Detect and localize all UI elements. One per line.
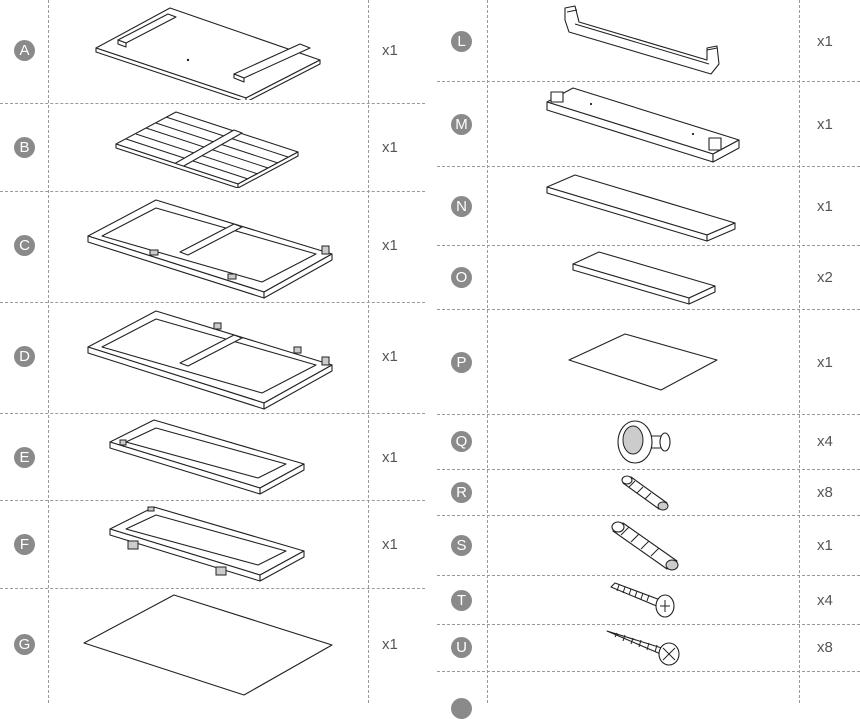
part-quantity-g: x1 — [382, 636, 398, 653]
part-quantity-o: x2 — [817, 269, 833, 286]
column-divider — [368, 0, 369, 703]
part-quantity-e: x1 — [382, 449, 398, 466]
part-quantity-b: x1 — [382, 139, 398, 156]
part-row-q: Q x4 — [437, 415, 860, 470]
part-quantity-r: x8 — [817, 484, 833, 501]
part-row-n: N x1 — [437, 167, 860, 246]
part-label-e: E — [14, 447, 35, 468]
part-label-d: D — [14, 346, 35, 367]
part-quantity-m: x1 — [817, 116, 833, 133]
part-label-m: M — [451, 114, 472, 135]
part-quantity-a: x1 — [382, 42, 398, 59]
part-quantity-p: x1 — [817, 354, 833, 371]
board-icon — [546, 174, 736, 242]
part-row-u: U x8 — [437, 625, 860, 672]
part-row-b: B x1 — [0, 104, 425, 192]
part-label-r: R — [451, 482, 472, 503]
column-divider — [487, 0, 488, 703]
part-quantity-q: x4 — [817, 433, 833, 450]
part-quantity-s: x1 — [817, 537, 833, 554]
part-quantity-t: x4 — [817, 592, 833, 609]
column-divider — [48, 0, 49, 703]
part-row-next — [437, 672, 860, 719]
part-label-u: U — [451, 637, 472, 658]
wood-screw-icon — [606, 630, 680, 666]
part-label-s: S — [451, 535, 472, 556]
part-label-g: G — [14, 634, 35, 655]
parts-table-left: A x1 B x1 C — [0, 0, 425, 703]
part-label-c: C — [14, 235, 35, 256]
part-quantity-u: x8 — [817, 639, 833, 656]
part-quantity-d: x1 — [382, 348, 398, 365]
part-row-f: F x1 — [0, 501, 425, 589]
dowel-icon — [611, 521, 679, 571]
machine-screw-icon — [610, 582, 675, 618]
frame-icon — [87, 199, 333, 299]
part-row-p: P x1 — [437, 310, 860, 415]
part-label-t: T — [451, 590, 472, 611]
handle-icon — [564, 5, 720, 75]
door-frame-icon — [109, 419, 305, 495]
part-row-a: A x1 — [0, 0, 425, 104]
part-label-n: N — [451, 196, 472, 217]
part-row-l: L x1 — [437, 0, 860, 82]
part-quantity-c: x1 — [382, 237, 398, 254]
part-label-b: B — [14, 137, 35, 158]
part-row-e: E x1 — [0, 414, 425, 501]
part-label-l: L — [451, 31, 472, 52]
part-row-m: M x1 — [437, 82, 860, 167]
part-row-t: T x4 — [437, 576, 860, 625]
part-row-r: R x8 — [437, 470, 860, 516]
short-board-icon — [572, 251, 716, 305]
slatted-shelf-icon — [115, 111, 299, 188]
parts-table-right: L x1 M x1 N x1 O — [437, 0, 860, 719]
dowel-icon — [621, 475, 669, 511]
part-row-d: D x1 — [0, 303, 425, 414]
part-row-o: O x2 — [437, 246, 860, 310]
part-row-c: C x1 — [0, 192, 425, 303]
rail-icon — [546, 87, 740, 163]
part-label-a: A — [14, 40, 35, 61]
part-label-f: F — [14, 534, 35, 555]
part-label-q: Q — [451, 431, 472, 452]
part-quantity-f: x1 — [382, 536, 398, 553]
frame-icon — [87, 310, 333, 410]
door-frame-with-hinges-icon — [109, 506, 305, 582]
top-panel-icon — [95, 7, 321, 100]
part-label-p: P — [451, 352, 472, 373]
column-divider — [799, 0, 800, 703]
knob-icon — [617, 420, 671, 464]
part-label-partial — [451, 698, 472, 719]
part-label-o: O — [451, 267, 472, 288]
part-quantity-l: x1 — [817, 33, 833, 50]
back-panel-icon — [83, 594, 333, 696]
part-row-s: S x1 — [437, 516, 860, 576]
part-row-g: G x1 — [0, 589, 425, 703]
part-quantity-n: x1 — [817, 198, 833, 215]
panel-icon — [568, 333, 718, 391]
